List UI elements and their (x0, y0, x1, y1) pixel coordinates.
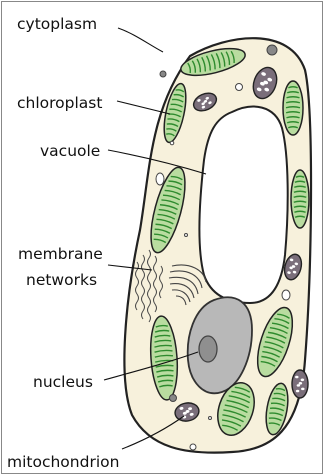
label-membrane: membrane (18, 245, 103, 263)
vacuole (199, 107, 287, 303)
nucleolus (199, 336, 217, 362)
label-cytoplasm: cytoplasm (17, 15, 97, 33)
mitochondrion (292, 370, 308, 398)
label-chloroplast: chloroplast (17, 94, 102, 112)
label-networks: networks (26, 271, 97, 289)
chloroplast (291, 170, 309, 228)
label-vacuole: vacuole (40, 142, 100, 160)
label-mitochondrion: mitochondrion (7, 453, 119, 471)
label-nucleus: nucleus (33, 373, 93, 391)
chloroplast (283, 81, 303, 135)
